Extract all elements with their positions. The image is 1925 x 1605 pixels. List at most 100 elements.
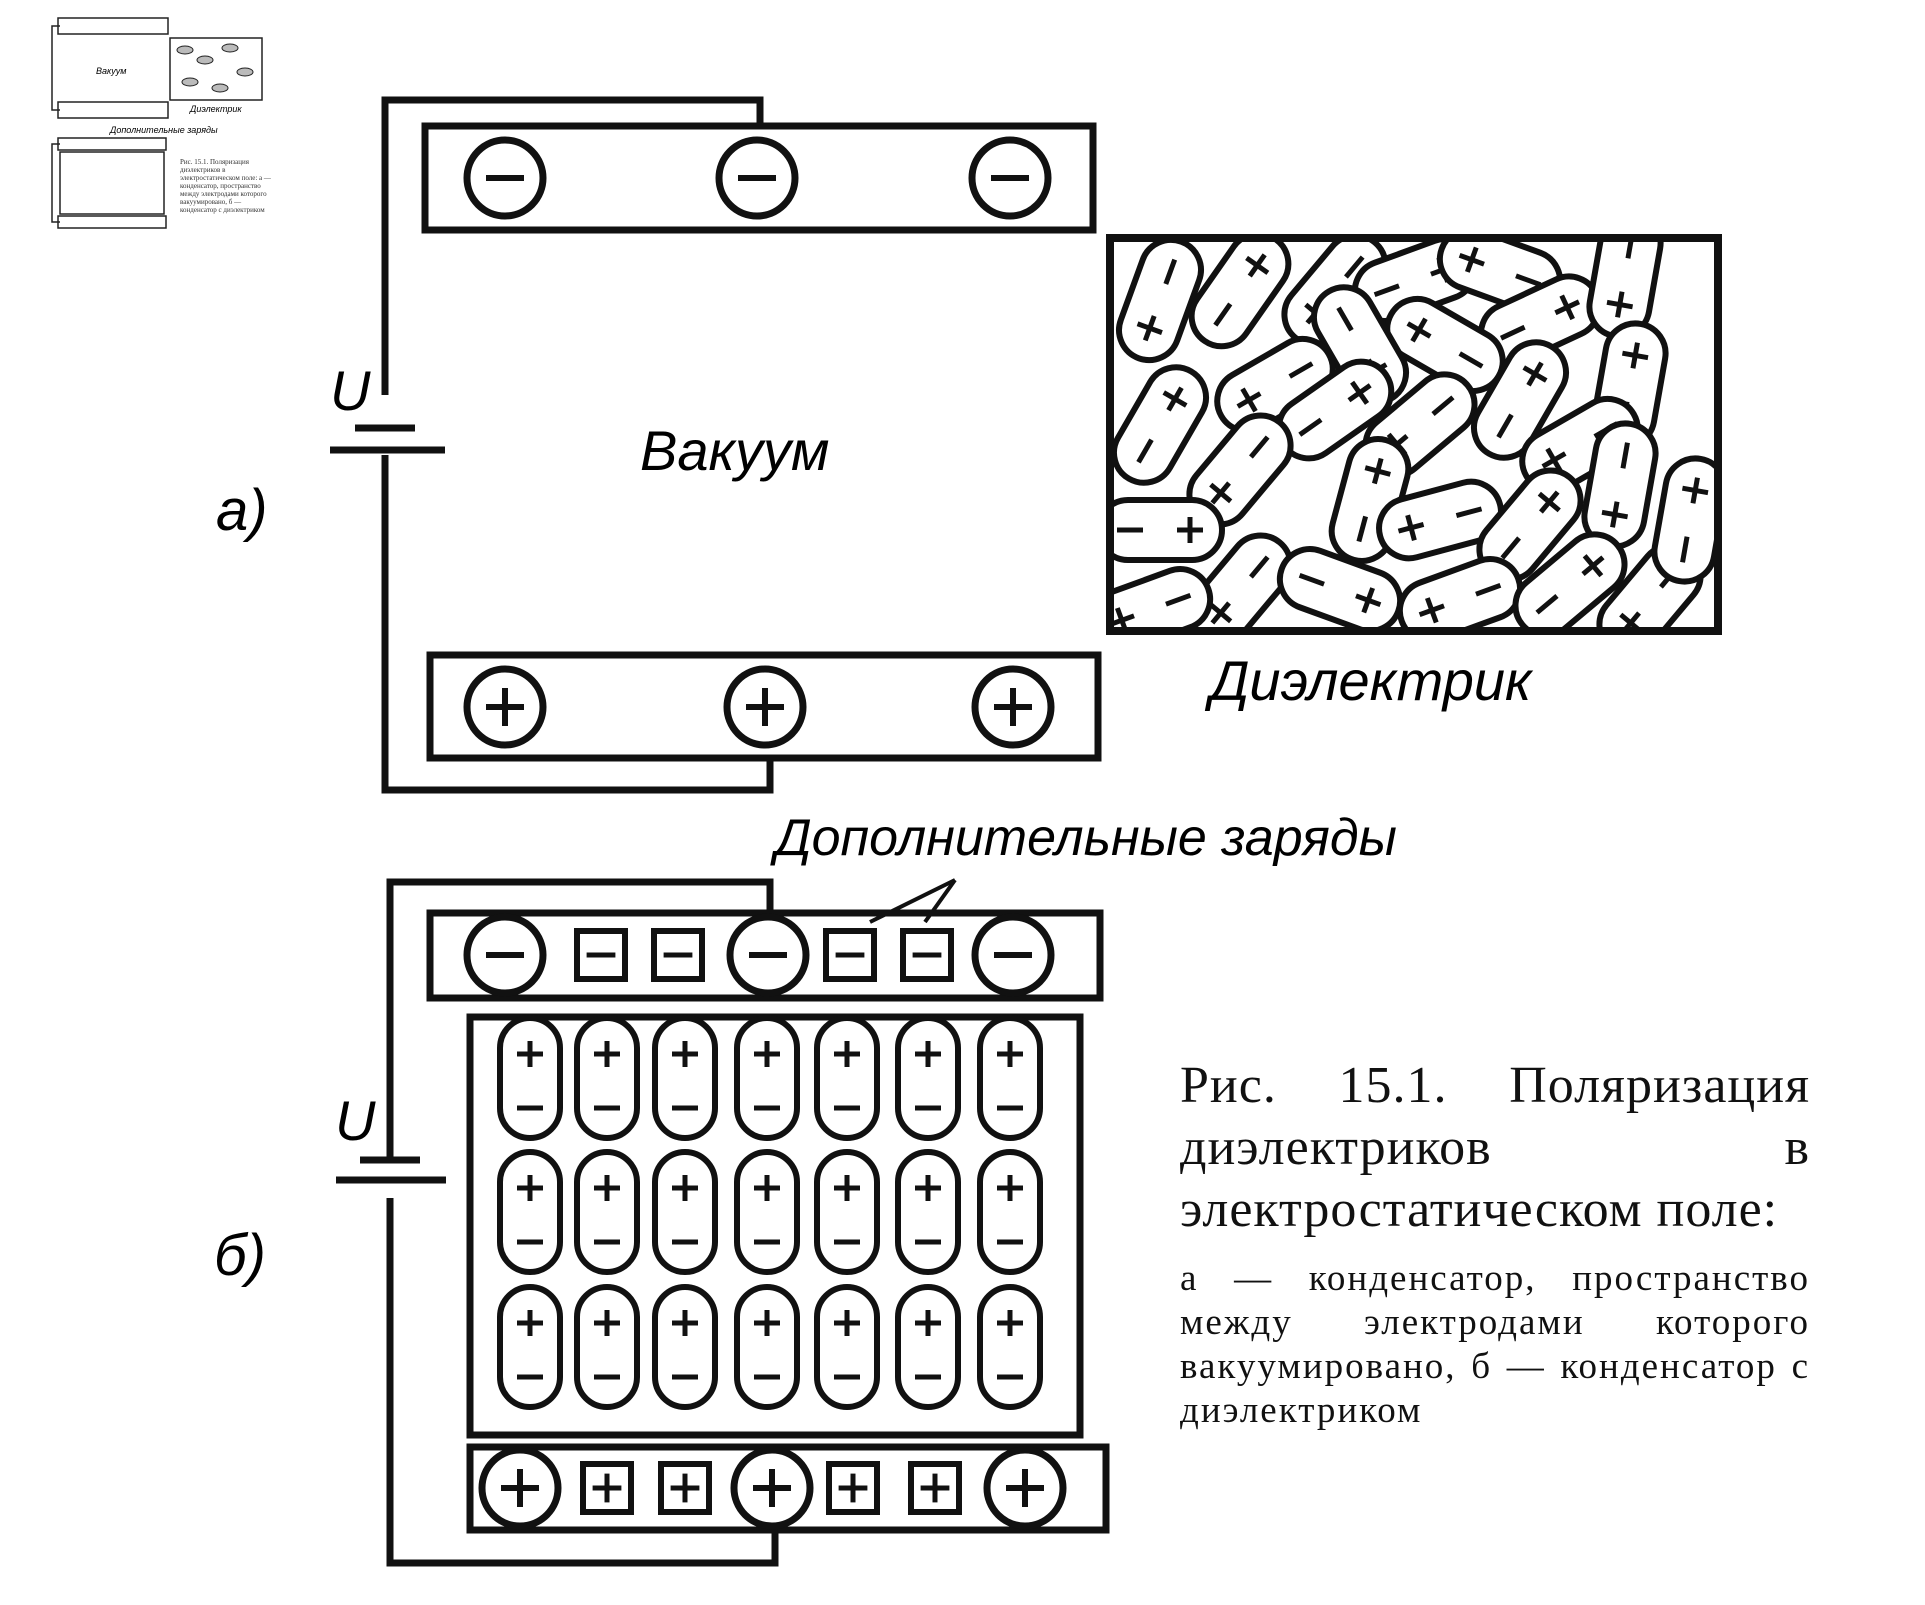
- negative-charge-circle: [463, 913, 547, 997]
- plus-sign: [670, 1473, 700, 1503]
- plus-sign: [915, 1175, 941, 1201]
- aligned-dipole: [814, 1284, 880, 1410]
- bottom-electrode-b: [466, 1443, 1110, 1534]
- induced-negative-charge: [900, 928, 954, 982]
- minus-sign: [1344, 255, 1365, 279]
- minus-sign: [1163, 258, 1178, 285]
- minus-sign: [1165, 592, 1192, 607]
- minus-sign: [1620, 442, 1630, 469]
- plus-sign: [1681, 477, 1709, 504]
- positive-charge-circle: [478, 1446, 562, 1530]
- plus-sign: [1236, 387, 1262, 413]
- battery-b-voltage-label: U: [335, 1089, 376, 1152]
- minus-sign: [1249, 435, 1270, 459]
- plus-sign: [672, 1041, 698, 1067]
- circuit-wire-b: [386, 878, 779, 1567]
- random-dipole: [1116, 242, 1204, 364]
- aligned-dipole: [814, 1149, 880, 1275]
- plus-sign: [1209, 601, 1233, 625]
- negative-charge-circle: [968, 136, 1052, 220]
- aligned-dipole: [497, 1284, 563, 1410]
- aligned-dipole: [977, 1149, 1043, 1275]
- minus-sign: [1336, 306, 1354, 332]
- top-electrode-b-charges: [463, 913, 1055, 997]
- battery-a-voltage-label: U: [330, 359, 371, 422]
- plus-sign: [838, 1473, 868, 1503]
- minus-sign: [1500, 536, 1521, 560]
- aligned-dipole: [734, 1149, 800, 1275]
- induced-positive-charge: [908, 1461, 962, 1515]
- plus-sign: [920, 1473, 950, 1503]
- minus-sign: [1249, 555, 1270, 579]
- dielectric-box: [1106, 234, 1722, 635]
- induced-negative-charge: [651, 928, 705, 982]
- minus-sign: [1213, 302, 1233, 327]
- dielectric-label: Диэлектрик: [1204, 649, 1534, 712]
- plus-sign: [1606, 291, 1634, 318]
- minus-sign: [1496, 413, 1514, 439]
- top-electrode-a: [421, 122, 1097, 234]
- minus-sign: [1475, 582, 1502, 597]
- minus-sign: [1373, 283, 1400, 298]
- minus-sign: [1515, 273, 1542, 288]
- plus-sign: [1554, 294, 1581, 321]
- aligned-dipole: [652, 1015, 718, 1141]
- thumbnail-dielectric-label: Диэлектрик: [189, 104, 242, 114]
- plus-sign: [997, 1041, 1023, 1067]
- figure-caption: Рис. 15.1. Поляризация диэлектриков в эл…: [1180, 1055, 1810, 1433]
- plus-sign: [1364, 457, 1391, 485]
- random-dipole: [1114, 566, 1214, 627]
- plus-sign: [1541, 447, 1567, 473]
- aligned-dipole: [497, 1015, 563, 1141]
- plus-sign: [672, 1175, 698, 1201]
- negative-charge-circle: [726, 913, 810, 997]
- aligned-dipole: [497, 1149, 563, 1275]
- plus-sign: [1136, 315, 1163, 342]
- plus-sign: [1209, 481, 1233, 505]
- plus-sign: [517, 1310, 543, 1336]
- top-electrode-b: [426, 909, 1104, 1002]
- random-dipole: [1396, 556, 1524, 627]
- thumbnail-extra-charges-label: Дополнительные заряды: [109, 125, 218, 135]
- plus-sign: [997, 1310, 1023, 1336]
- positive-charge-circle: [463, 665, 547, 749]
- positive-charge-circle: [730, 1446, 814, 1530]
- plus-sign: [1621, 342, 1649, 369]
- aligned-dipoles: [497, 1015, 1043, 1410]
- minus-sign: [1458, 351, 1484, 369]
- plus-sign: [1418, 597, 1445, 624]
- minus-sign: [1356, 515, 1369, 543]
- induced-positive-charge: [826, 1461, 880, 1515]
- plus-sign: [994, 688, 1032, 726]
- negative-charge-circle: [715, 136, 799, 220]
- negative-charge-circle: [971, 913, 1055, 997]
- caption-title: Рис. 15.1. Поляризация диэлектриков в эл…: [1180, 1057, 1810, 1238]
- plus-sign: [1162, 386, 1188, 412]
- aligned-dipole: [734, 1015, 800, 1141]
- random-dipole: [1471, 339, 1569, 461]
- plus-sign: [517, 1175, 543, 1201]
- aligned-dipole: [574, 1015, 640, 1141]
- random-dipole: [1276, 546, 1404, 627]
- plus-sign: [1619, 611, 1643, 627]
- plus-sign: [1581, 554, 1605, 578]
- minus-sign: [1680, 536, 1690, 563]
- vacuum-label: Вакуум: [640, 419, 829, 482]
- plus-sign: [594, 1041, 620, 1067]
- plus-sign: [1458, 246, 1485, 273]
- plus-sign: [754, 1041, 780, 1067]
- aligned-dipole: [652, 1149, 718, 1275]
- plus-sign: [486, 688, 524, 726]
- induced-positive-charge: [658, 1461, 712, 1515]
- plus-sign: [1114, 607, 1135, 627]
- plus-sign: [834, 1175, 860, 1201]
- random-dipole: [1376, 478, 1504, 562]
- random-dipole: [1114, 364, 1209, 486]
- plus-sign: [753, 1469, 791, 1507]
- plus-sign: [915, 1041, 941, 1067]
- minus-sign: [1455, 506, 1483, 519]
- thumbnail-figure: [51, 17, 263, 229]
- circuit-wire-a: [381, 96, 774, 794]
- part-b-label: б): [214, 1223, 266, 1288]
